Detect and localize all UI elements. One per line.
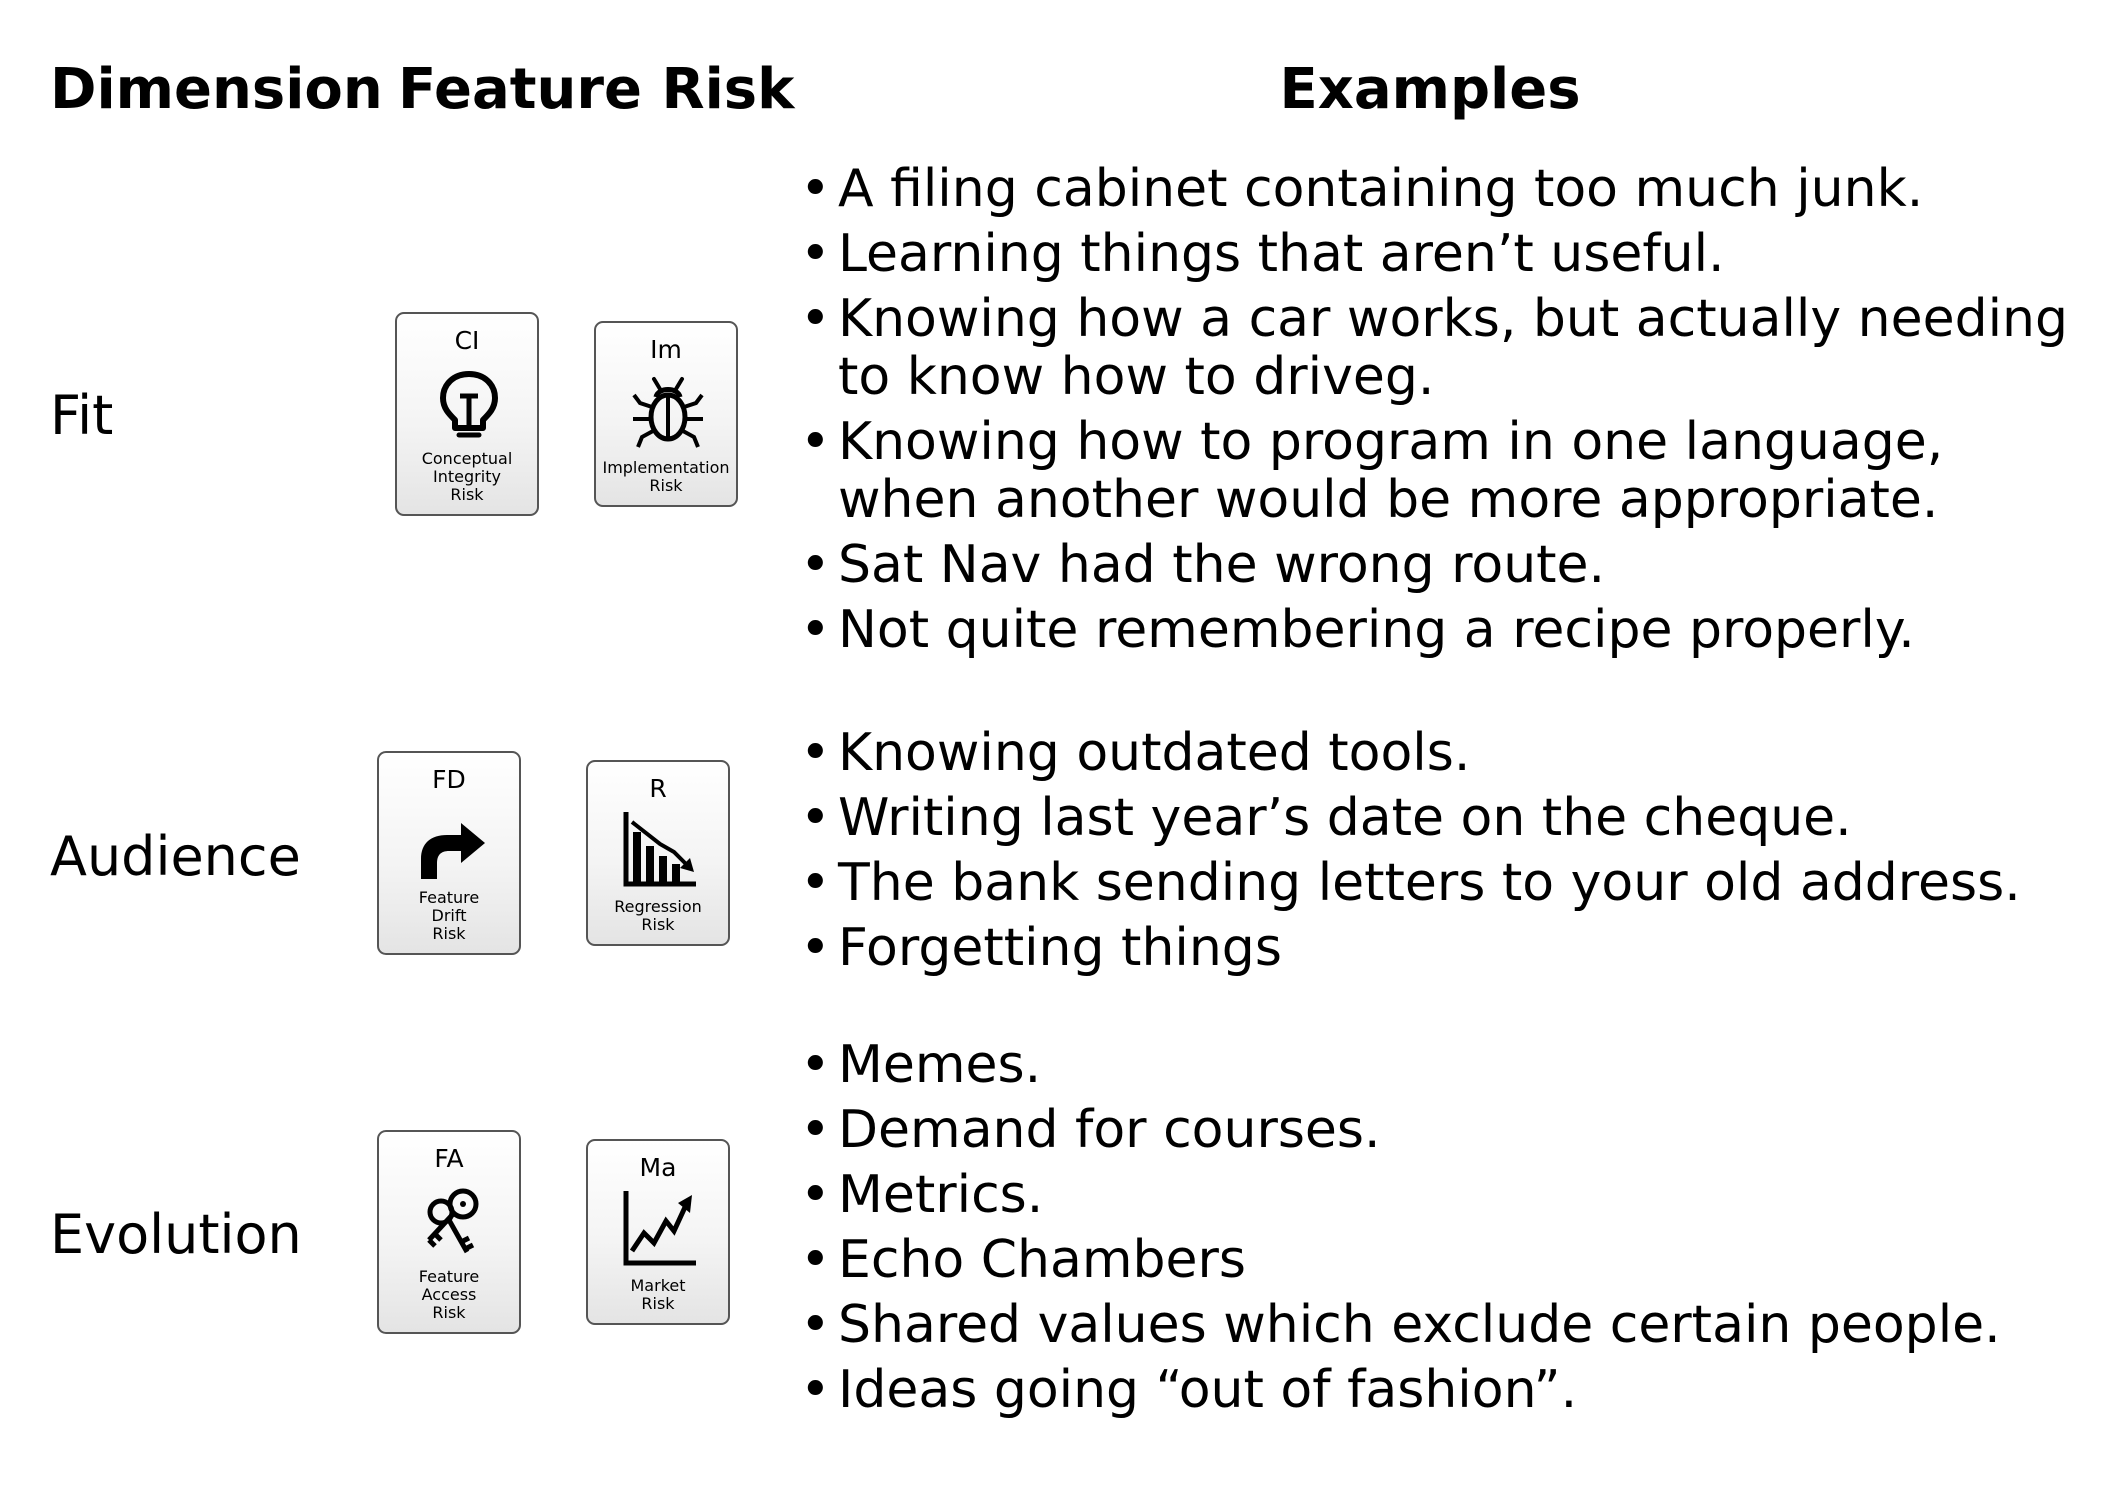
example-item: Not quite remembering a recipe properly. <box>800 601 2100 659</box>
card-code: FA <box>434 1144 464 1173</box>
risk-card-regression: R Regression Risk <box>586 760 730 946</box>
card-caption: Feature Access Risk <box>418 1267 480 1322</box>
example-item: Learning things that aren’t useful. <box>800 225 2100 283</box>
card-caption: Feature Drift Risk <box>418 888 480 943</box>
risk-card-feature-access: FA Feature Access Risk <box>377 1130 521 1334</box>
declining-bar-chart-icon <box>623 812 696 887</box>
keys-icon <box>427 1188 479 1254</box>
example-item: Shared values which exclude certain peop… <box>800 1296 2100 1354</box>
header-examples: Examples <box>1279 57 1581 122</box>
example-item: Knowing outdated tools. <box>800 724 2100 782</box>
card-code: CI <box>454 326 480 355</box>
risk-card-conceptual-integrity: CI Conceptual Integrity Risk <box>395 312 539 516</box>
examples-list-fit: A filing cabinet containing too much jun… <box>800 160 2100 666</box>
bug-icon <box>632 377 704 448</box>
example-item: Echo Chambers <box>800 1231 2100 1289</box>
example-item: Ideas going “out of fashion”. <box>800 1361 2100 1419</box>
example-item: Metrics. <box>800 1166 2100 1224</box>
turn-arrow-icon <box>421 823 485 879</box>
card-caption: Implementation Risk <box>602 458 730 495</box>
rising-chart-icon <box>623 1191 696 1266</box>
risk-card-implementation: Im Implementation Risk <box>594 321 738 507</box>
example-item: A filing cabinet containing too much jun… <box>800 160 2100 218</box>
example-item: Memes. <box>800 1036 2100 1094</box>
examples-list-evolution: Memes. Demand for courses. Metrics. Echo… <box>800 1036 2100 1426</box>
card-caption: Market Risk <box>630 1276 686 1313</box>
card-code: R <box>649 774 667 803</box>
example-item: Knowing how a car works, but actually ne… <box>800 290 2100 406</box>
example-item: Writing last year’s date on the cheque. <box>800 789 2100 847</box>
card-caption: Regression Risk <box>614 897 702 934</box>
card-code: Ma <box>639 1153 677 1182</box>
card-caption: Conceptual Integrity Risk <box>421 449 513 504</box>
risk-card-market: Ma Market Risk <box>586 1139 730 1325</box>
header-feature-risk: Feature Risk <box>398 57 795 122</box>
dimension-evolution: Evolution <box>50 1203 302 1266</box>
card-code: FD <box>432 765 466 794</box>
dimension-audience: Audience <box>50 825 301 888</box>
example-item: Forgetting things <box>800 919 2100 977</box>
examples-list-audience: Knowing outdated tools. Writing last yea… <box>800 724 2100 984</box>
example-item: Sat Nav had the wrong route. <box>800 536 2100 594</box>
card-code: Im <box>650 335 682 364</box>
dimension-fit: Fit <box>50 384 114 447</box>
risk-card-feature-drift: FD Feature Drift Risk <box>377 751 521 955</box>
example-item: Demand for courses. <box>800 1101 2100 1159</box>
lightbulb-icon <box>440 371 498 438</box>
header-dimension: Dimension <box>50 57 383 122</box>
example-item: The bank sending letters to your old add… <box>800 854 2100 912</box>
example-item: Knowing how to program in one language, … <box>800 413 2100 529</box>
